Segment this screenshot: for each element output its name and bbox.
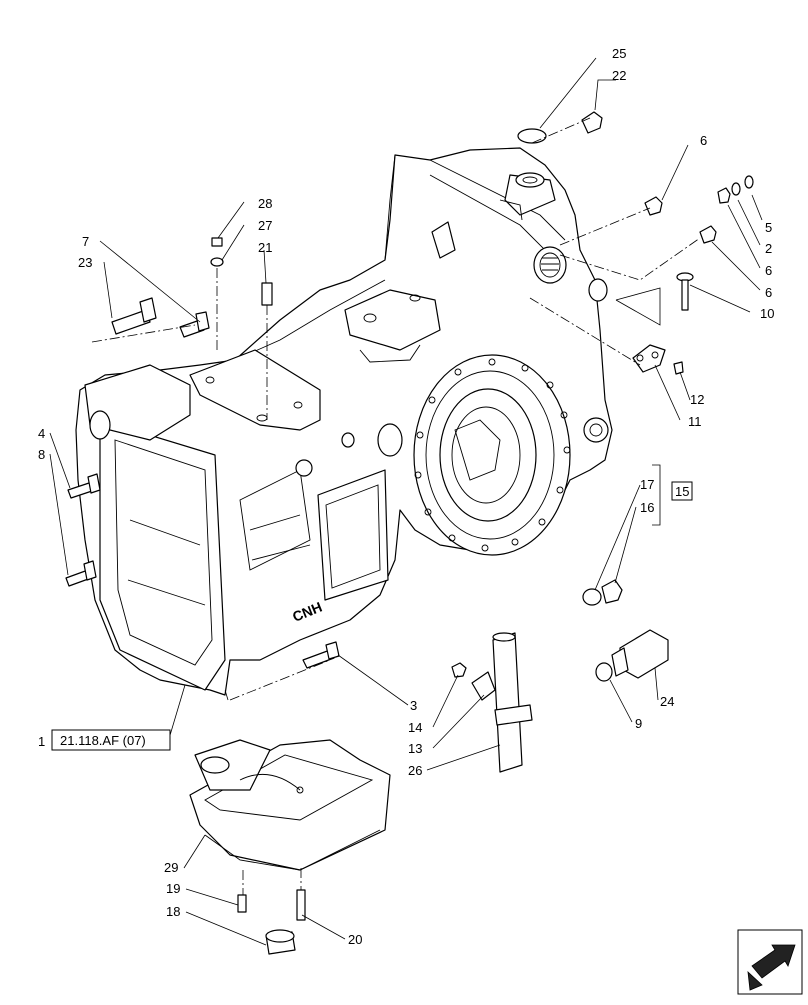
callout-6: 6 [700, 133, 707, 148]
callout-24: 24 [660, 694, 674, 709]
ring-5 [744, 175, 754, 189]
reference-box[interactable]: 21.118.AF (07) [51, 729, 171, 751]
o-ring-25 [517, 128, 547, 144]
callout-2: 2 [765, 241, 772, 256]
callout-1: 1 [38, 734, 45, 749]
seal-2 [731, 182, 741, 196]
callout-labels: 25 22 6 5 2 6 6 10 12 11 17 16 24 9 28 2… [38, 46, 774, 947]
callout-16: 16 [640, 500, 654, 515]
gasket-11 [632, 344, 666, 373]
callout-12: 12 [690, 392, 704, 407]
bolt-28 [211, 237, 223, 247]
small-parts [65, 111, 754, 955]
callout-7: 7 [82, 234, 89, 249]
callout-3: 3 [410, 698, 417, 713]
plug-6c [717, 187, 731, 204]
group-label: 15 [675, 484, 689, 499]
assembly-lines [91, 117, 701, 895]
callout-5: 5 [765, 220, 772, 235]
callout-9: 9 [635, 716, 642, 731]
callout-14: 14 [408, 720, 422, 735]
callout-26: 26 [408, 763, 422, 778]
group-15-box: 15 [671, 481, 693, 501]
nut-14 [451, 662, 467, 678]
screw-20 [296, 889, 306, 921]
leader-lines [49, 57, 763, 946]
callout-20: 20 [348, 932, 362, 947]
callout-4: 4 [38, 426, 45, 441]
callout-6: 6 [765, 285, 772, 300]
bracket-13 [471, 671, 496, 701]
flange-bolt-holes [414, 358, 571, 552]
o-ring-17 [582, 588, 602, 606]
washer-27 [210, 257, 224, 267]
plug-16 [601, 579, 623, 604]
callout-28: 28 [258, 196, 272, 211]
screw-19 [237, 894, 247, 913]
callout-27: 27 [258, 218, 272, 233]
callout-25: 25 [612, 46, 626, 61]
nav-arrow-icon[interactable] [737, 929, 803, 995]
callout-10: 10 [760, 306, 774, 321]
callout-17: 17 [640, 477, 654, 492]
callout-18: 18 [166, 904, 180, 919]
reference-link[interactable]: 21.118.AF (07) [60, 733, 146, 748]
callout-21: 21 [258, 240, 272, 255]
callout-8: 8 [38, 447, 45, 462]
plug-6b [699, 225, 717, 244]
o-ring-9 [595, 662, 613, 682]
plug-22 [581, 111, 603, 134]
tube-26 [492, 632, 523, 773]
callout-29: 29 [164, 860, 178, 875]
plug-6a [644, 196, 663, 216]
callout-23: 23 [78, 255, 92, 270]
fitting-21 [261, 282, 273, 306]
screw-12 [673, 361, 684, 375]
oil-pan [189, 739, 391, 871]
callout-11: 11 [688, 414, 702, 429]
callout-22: 22 [612, 68, 626, 83]
callout-19: 19 [166, 881, 180, 896]
bolt-23 [111, 309, 151, 335]
callout-13: 13 [408, 741, 422, 756]
callout-6: 6 [765, 263, 772, 278]
transmission-housing: CNH [75, 147, 613, 696]
